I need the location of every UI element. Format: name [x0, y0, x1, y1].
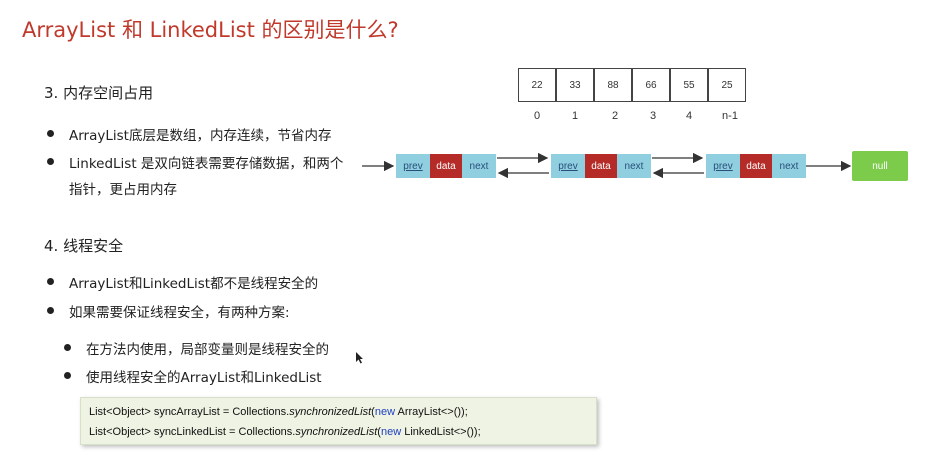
section-3-bullet-1: ArrayList底层是数组，内存连续，节省内存	[46, 124, 331, 144]
code-keyword: new	[374, 406, 396, 418]
node-prev-pointer: prev	[706, 154, 740, 178]
section-3-heading: 3. 内存空间占用	[44, 84, 154, 102]
code-snippet: List<Object> syncArrayList = Collections…	[80, 397, 597, 445]
code-text: List<Object> syncArrayList = Collections…	[89, 406, 290, 418]
code-text: (	[371, 406, 375, 418]
node-prev-pointer: prev	[396, 154, 430, 178]
node-data: data	[430, 154, 462, 178]
array-index: 1	[571, 110, 579, 122]
mouse-cursor-icon	[356, 352, 363, 364]
node-next-pointer: next	[617, 154, 651, 178]
code-line-1: List<Object> syncArrayList = Collections…	[89, 406, 468, 418]
node-data: data	[585, 154, 617, 178]
code-method: synchronizedList	[295, 426, 378, 438]
array-cell: 25	[708, 68, 746, 102]
section-4-heading: 4. 线程安全	[44, 237, 124, 255]
section-4-sub-bullet-1: 在方法内使用，局部变量则是线程安全的	[64, 338, 329, 358]
code-text: List<Object> syncLinkedList = Collection…	[89, 426, 296, 438]
null-terminal: null	[852, 151, 908, 181]
array-cell: 66	[632, 68, 670, 102]
code-line-2: List<Object> syncLinkedList = Collection…	[89, 426, 481, 438]
page-title: ArrayList 和 LinkedList 的区别是什么?	[22, 18, 399, 42]
node-data: data	[740, 154, 772, 178]
code-text: LinkedList<>());	[401, 426, 481, 438]
section-4-sub-bullet-2: 使用线程安全的ArrayList和LinkedList	[64, 366, 322, 386]
array-index: 3	[649, 110, 657, 122]
array-cell: 22	[518, 68, 556, 102]
array-cell: 55	[670, 68, 708, 102]
section-4-bullet-1: ArrayList和LinkedList都不是线程安全的	[46, 272, 318, 292]
code-text: ArrayList<>());	[395, 406, 468, 418]
section-3-bullet-2: LinkedList 是双向链表需要存储数据，和两个	[46, 152, 343, 172]
section-4-bullet-2: 如果需要保证线程安全，有两种方案:	[47, 301, 290, 321]
list-node: prev data next	[396, 154, 496, 178]
array-index: 2	[611, 110, 619, 122]
array-cell: 88	[594, 68, 632, 102]
node-next-pointer: next	[772, 154, 806, 178]
list-node: prev data next	[706, 154, 806, 178]
array-index: 0	[533, 110, 541, 122]
list-node: prev data next	[551, 154, 651, 178]
array-cell: 33	[556, 68, 594, 102]
code-method: synchronizedList	[289, 406, 372, 418]
node-next-pointer: next	[462, 154, 496, 178]
node-prev-pointer: prev	[551, 154, 585, 178]
array-index: n-1	[722, 110, 738, 122]
array-index: 4	[685, 110, 693, 122]
code-text: (	[377, 426, 381, 438]
code-keyword: new	[380, 426, 402, 438]
section-3-bullet-2-continued: 指针，更占用内存	[69, 182, 177, 198]
